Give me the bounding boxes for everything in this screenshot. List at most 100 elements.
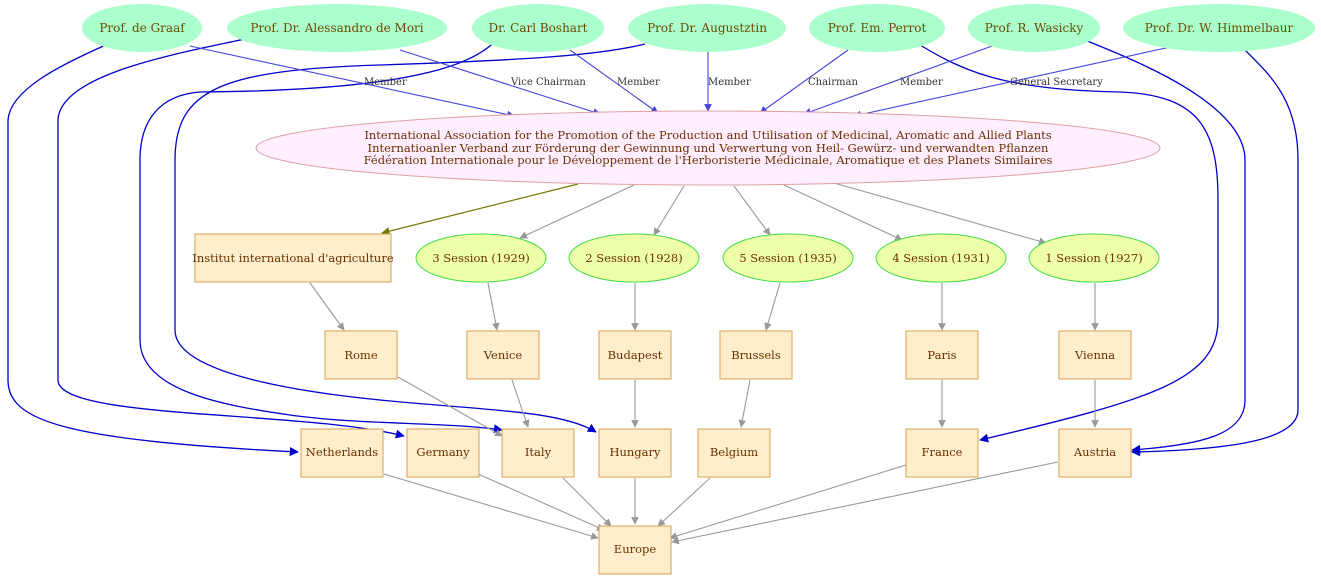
city-node-brussels[interactable]: Brussels xyxy=(719,330,793,380)
continent-label-europe: Europe xyxy=(614,542,657,556)
person-node-wasicky[interactable]: Prof. R. Wasicky xyxy=(968,4,1100,52)
association-line-1: International Association for the Promot… xyxy=(364,128,1051,142)
role-label-himmelbaur: General Secretary xyxy=(1010,77,1103,88)
country-node-france[interactable]: France xyxy=(905,428,979,478)
edge-institute-rome xyxy=(309,282,345,331)
association-node[interactable]: International Association for the Promot… xyxy=(255,110,1161,186)
country-node-hungary[interactable]: Hungary xyxy=(598,428,672,478)
country-label-italy: Italy xyxy=(525,445,552,459)
edge-italy-europe xyxy=(562,477,612,527)
edge-assoc-s3 xyxy=(519,184,635,239)
country-label-hungary: Hungary xyxy=(609,445,661,459)
person-country-edges xyxy=(7,35,1299,457)
person-nodes: Prof. de Graaf Prof. Dr. Alessandro de M… xyxy=(82,4,1315,52)
person-label-himmelbaur: Prof. Dr. W. Himmelbaur xyxy=(1145,21,1294,35)
session-node-s5[interactable]: 5 Session (1935) xyxy=(722,233,854,283)
edge-assoc-s4 xyxy=(783,184,903,241)
country-label-germany: Germany xyxy=(416,445,470,459)
country-node-italy[interactable]: Italy xyxy=(501,428,575,478)
edge-netherlands-europe xyxy=(383,473,599,540)
city-node-venice[interactable]: Venice xyxy=(466,330,540,380)
person-label-wasicky: Prof. R. Wasicky xyxy=(985,21,1084,35)
role-label-wasicky: Member xyxy=(900,77,943,88)
session-node-s1[interactable]: 1 Session (1927) xyxy=(1028,233,1160,283)
person-node-mori[interactable]: Prof. Dr. Alessandro de Mori xyxy=(227,4,447,52)
city-label-paris: Paris xyxy=(927,348,956,362)
country-label-austria: Austria xyxy=(1073,445,1116,459)
country-label-belgium: Belgium xyxy=(710,445,758,459)
person-label-perrot: Prof. Em. Perrot xyxy=(828,21,927,35)
city-label-rome: Rome xyxy=(344,348,377,362)
country-node-austria[interactable]: Austria xyxy=(1058,428,1132,478)
session-label-s4: 4 Session (1931) xyxy=(892,251,989,265)
institute-label: Institut international d'agriculture xyxy=(192,251,394,265)
city-node-vienna[interactable]: Vienna xyxy=(1058,330,1132,380)
edge-wasicky-assoc xyxy=(803,45,993,116)
country-label-france: France xyxy=(922,445,963,459)
role-label-augustztin: Member xyxy=(708,77,751,88)
session-label-s3: 3 Session (1929) xyxy=(432,251,529,265)
role-labels: Member Vice Chairman Member Member Chair… xyxy=(364,77,1103,88)
institute-node[interactable]: Institut international d'agriculture xyxy=(192,233,394,283)
city-node-paris[interactable]: Paris xyxy=(905,330,979,380)
edge-s5-brussels xyxy=(764,282,781,331)
edge-s3-venice xyxy=(487,282,500,331)
country-node-netherlands[interactable]: Netherlands xyxy=(300,428,384,478)
session-label-s5: 5 Session (1935) xyxy=(739,251,836,265)
edge-boshart-assoc xyxy=(569,49,659,114)
role-label-graaf: Member xyxy=(364,77,407,88)
gray-edges xyxy=(309,182,1099,545)
person-label-boshart: Dr. Carl Boshart xyxy=(488,21,587,35)
edge-rome-italy xyxy=(397,376,503,437)
session-node-s4[interactable]: 4 Session (1931) xyxy=(875,233,1007,283)
role-label-perrot: Chairman xyxy=(808,77,858,88)
edge-assoc-s1 xyxy=(833,182,1047,245)
edge-perrot-france xyxy=(911,39,1219,443)
country-label-netherlands: Netherlands xyxy=(306,445,379,459)
country-node-germany[interactable]: Germany xyxy=(406,428,480,478)
edge-graaf-netherlands xyxy=(7,43,299,457)
session-label-s2: 2 Session (1928) xyxy=(585,251,682,265)
person-node-himmelbaur[interactable]: Prof. Dr. W. Himmelbaur xyxy=(1123,4,1315,52)
edge-belgium-europe xyxy=(657,477,711,527)
city-label-brussels: Brussels xyxy=(731,348,781,362)
edge-france-europe xyxy=(669,464,907,540)
edge-brussels-belgium xyxy=(738,379,751,428)
session-nodes: 3 Session (1929) 2 Session (1928) 5 Sess… xyxy=(415,233,1160,283)
person-label-augustztin: Prof. Dr. Augustztin xyxy=(647,21,767,35)
country-node-belgium[interactable]: Belgium xyxy=(697,428,771,478)
city-node-rome[interactable]: Rome xyxy=(324,330,398,380)
edge-assoc-s2 xyxy=(653,185,685,236)
edge-mori-assoc xyxy=(399,49,601,116)
edge-austria-europe xyxy=(671,461,1059,545)
session-node-s3[interactable]: 3 Session (1929) xyxy=(415,233,547,283)
person-node-augustztin[interactable]: Prof. Dr. Augustztin xyxy=(628,4,786,52)
edge-boshart-italy xyxy=(139,35,503,434)
edge-venice-italy xyxy=(511,379,530,428)
country-nodes: Netherlands Germany Italy Hungary Belgiu… xyxy=(300,428,1132,478)
person-label-graaf: Prof. de Graaf xyxy=(99,21,186,35)
person-node-graaf[interactable]: Prof. de Graaf xyxy=(82,4,202,52)
person-node-boshart[interactable]: Dr. Carl Boshart xyxy=(472,4,604,52)
city-node-budapest[interactable]: Budapest xyxy=(598,330,672,380)
association-line-2: Internatioanler Verband zur Förderung de… xyxy=(368,141,1049,155)
city-nodes: Rome Venice Budapest Brussels Paris Vien… xyxy=(324,330,1132,380)
person-node-perrot[interactable]: Prof. Em. Perrot xyxy=(809,4,945,52)
association-line-3: Fédération Internationale pour le Dévelo… xyxy=(364,153,1053,167)
session-node-s2[interactable]: 2 Session (1928) xyxy=(568,233,700,283)
edge-germany-europe xyxy=(477,473,605,531)
edge-mori-germany xyxy=(57,35,405,439)
edge-assoc-s5 xyxy=(733,185,771,236)
city-label-vienna: Vienna xyxy=(1074,348,1115,362)
edge-himmelbaur-assoc xyxy=(853,45,1176,119)
person-label-mori: Prof. Dr. Alessandro de Mori xyxy=(250,21,423,35)
person-assoc-edges xyxy=(189,45,1176,119)
city-label-budapest: Budapest xyxy=(608,348,663,362)
edge-graaf-assoc xyxy=(189,45,515,119)
role-label-mori: Vice Chairman xyxy=(510,77,586,88)
edge-assoc-institute xyxy=(381,183,579,236)
edge-wasicky-austria xyxy=(1084,39,1246,454)
continent-node-europe[interactable]: Europe xyxy=(598,525,672,575)
role-label-boshart: Member xyxy=(617,77,660,88)
